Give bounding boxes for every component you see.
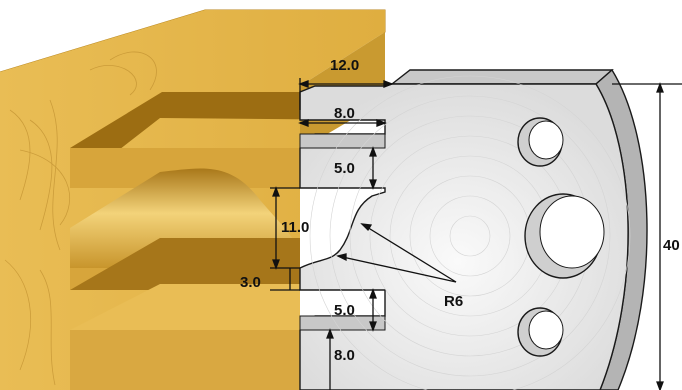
dim-label-bead-height: 11.0	[281, 219, 309, 236]
dim-label-gap-lower: 5.0	[334, 302, 355, 319]
dim-label-total-height: 40	[663, 237, 680, 254]
wood-groove-bottom	[70, 330, 300, 390]
dim-label-slot-lower-depth: 8.0	[334, 347, 355, 364]
dim-label-gap-upper: 5.0	[334, 160, 355, 177]
knife-slot-lower-shade	[299, 315, 386, 331]
knife-hole-bottom	[517, 307, 564, 357]
wood-grain	[4, 51, 157, 386]
knife-hole-middle	[524, 193, 605, 279]
dim-label-radius: R6	[444, 293, 463, 310]
dim-label-fillet-height: 3.0	[240, 274, 261, 291]
wood-tongue-lower	[70, 284, 300, 330]
dimension-lines	[270, 78, 682, 390]
knife-top-edge	[389, 69, 614, 85]
knife-hole-top	[517, 117, 564, 167]
wood-shelf-lower	[70, 238, 300, 290]
cutter-knife	[299, 68, 648, 390]
wood-groove-upper-floor	[70, 148, 300, 188]
dim-label-top-width: 12.0	[330, 57, 359, 74]
dim-label-slot-upper-depth: 8.0	[334, 105, 355, 122]
